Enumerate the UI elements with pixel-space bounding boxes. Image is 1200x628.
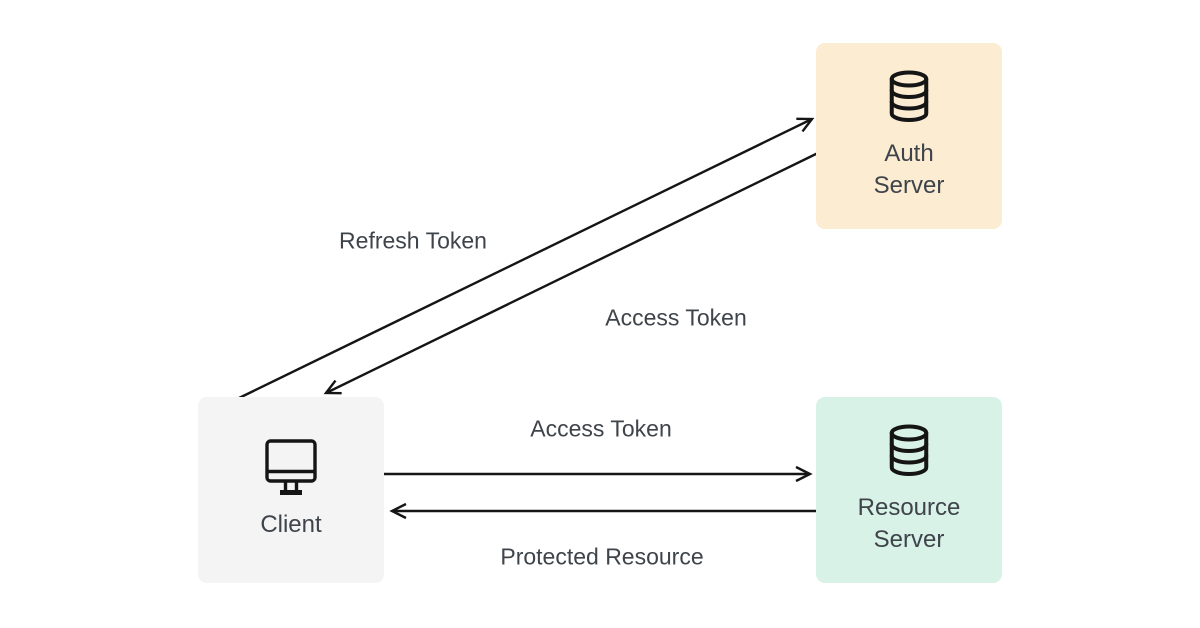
edge-label-access-token-resource: Access Token	[530, 415, 672, 442]
edge-label-protected-resource: Protected Resource	[500, 543, 704, 570]
node-client: Client	[198, 397, 384, 583]
node-label-auth-server: Auth Server	[873, 140, 945, 199]
database-icon	[889, 70, 929, 123]
edge-label-access-token-auth: Access Token	[605, 304, 747, 331]
node-auth-server: Auth Server	[816, 43, 1002, 229]
monitor-icon	[265, 439, 317, 495]
database-icon	[889, 424, 929, 477]
edge-label-refresh-token: Refresh Token	[339, 227, 487, 254]
node-label-resource-server: Resource Server	[857, 494, 961, 553]
node-label-client: Client	[260, 511, 322, 538]
edge-client-to-auth	[236, 117, 815, 401]
node-resource-server: Resource Server	[816, 397, 1002, 583]
edge-auth-to-client	[323, 151, 819, 395]
